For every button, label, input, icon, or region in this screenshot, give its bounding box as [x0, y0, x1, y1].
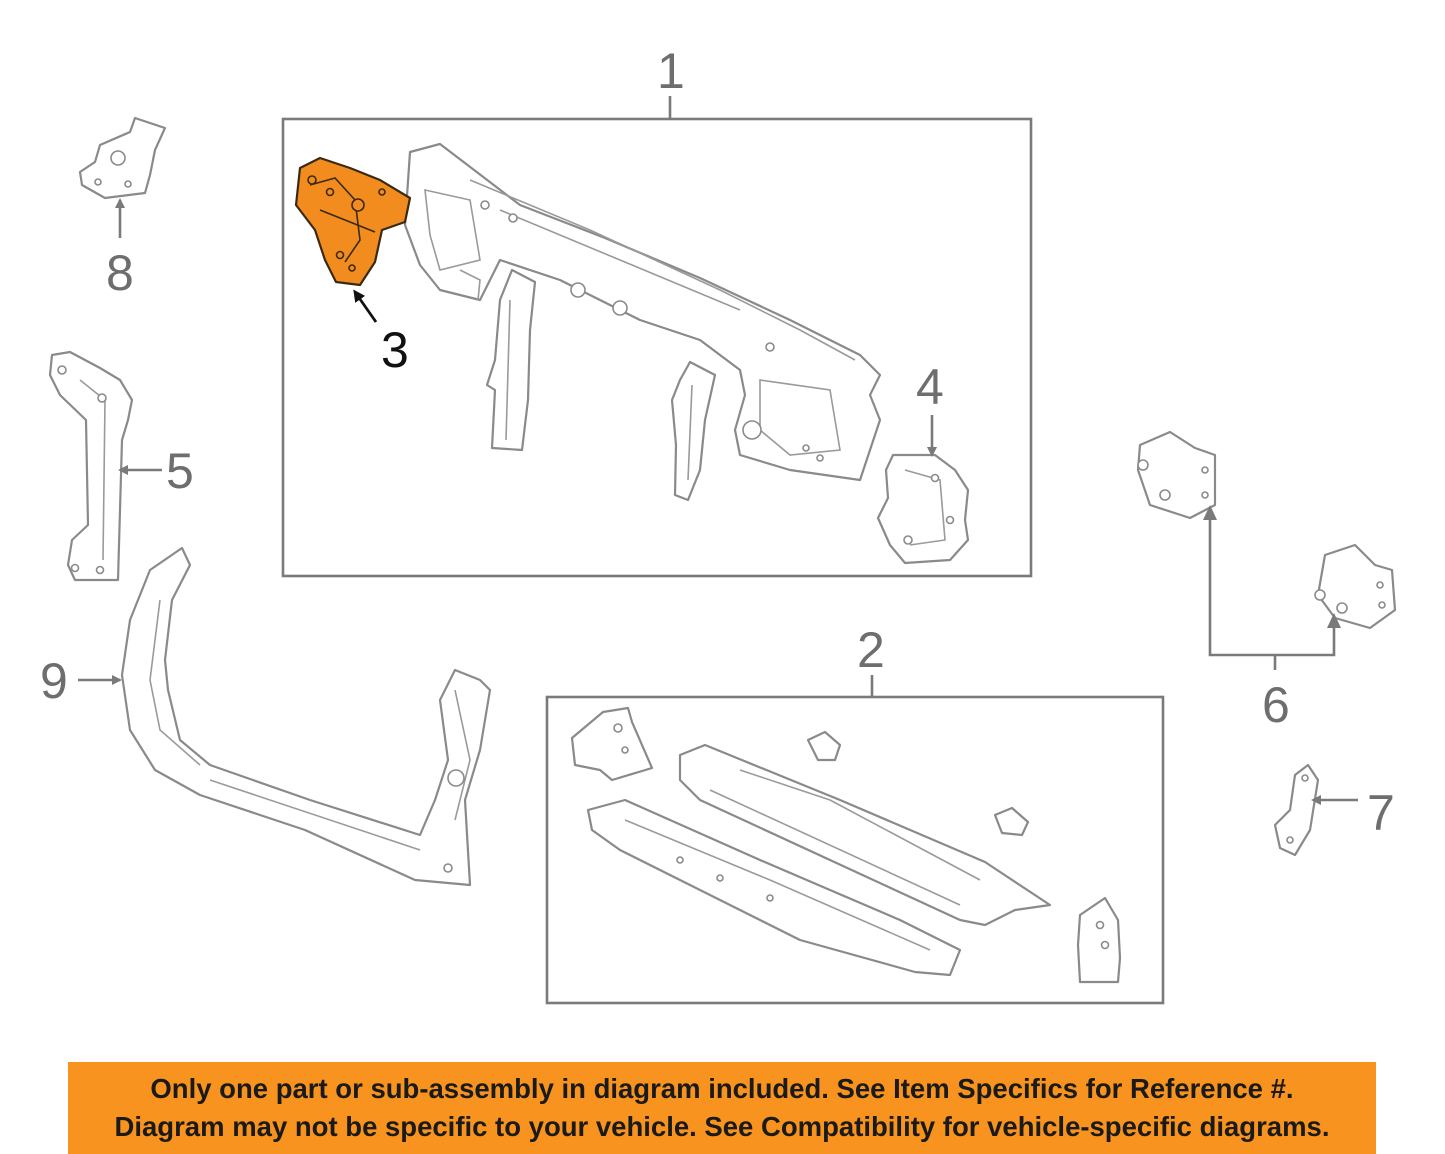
disclaimer-banner: Only one part or sub-assembly in diagram…: [68, 1062, 1376, 1154]
vertical-brace-center: [670, 360, 717, 502]
bracket-part-7: [1273, 763, 1320, 857]
hinge-bracket-part-6-upper: [1136, 430, 1217, 520]
callout-2: 2: [857, 622, 885, 678]
callout-4: 4: [916, 359, 944, 415]
callout-8: 8: [106, 245, 134, 301]
assembly-box-1: [281, 96, 1033, 578]
radiator-support-part: [403, 142, 882, 482]
assembly-box-2: [545, 675, 1165, 1005]
callout-5: 5: [166, 443, 194, 499]
leader-arrow-3: [353, 289, 378, 323]
callout-6: 6: [1262, 677, 1290, 733]
lower-support-part-9: [120, 546, 492, 887]
hinge-bracket-part-6-lower: [1314, 543, 1397, 630]
side-member-part-5: [48, 350, 134, 582]
leader-arrow-6b: [1327, 613, 1341, 628]
highlighted-bracket-part-3: [294, 156, 412, 287]
bracket-part-8: [78, 116, 167, 200]
lower-tie-bar-parts: [570, 706, 1122, 984]
disclaimer-line-2: Diagram may not be specific to your vehi…: [114, 1111, 1330, 1142]
callout-3: 3: [381, 322, 409, 378]
disclaimer-line-1: Only one part or sub-assembly in diagram…: [150, 1073, 1294, 1104]
callout-7: 7: [1367, 785, 1395, 841]
leader-6-bracket: [1208, 520, 1336, 657]
callout-1: 1: [657, 43, 685, 99]
callout-9: 9: [40, 653, 68, 709]
vertical-brace-left: [485, 268, 537, 452]
leader-arrow-6a: [1203, 505, 1217, 520]
bracket-part-4: [876, 453, 970, 565]
